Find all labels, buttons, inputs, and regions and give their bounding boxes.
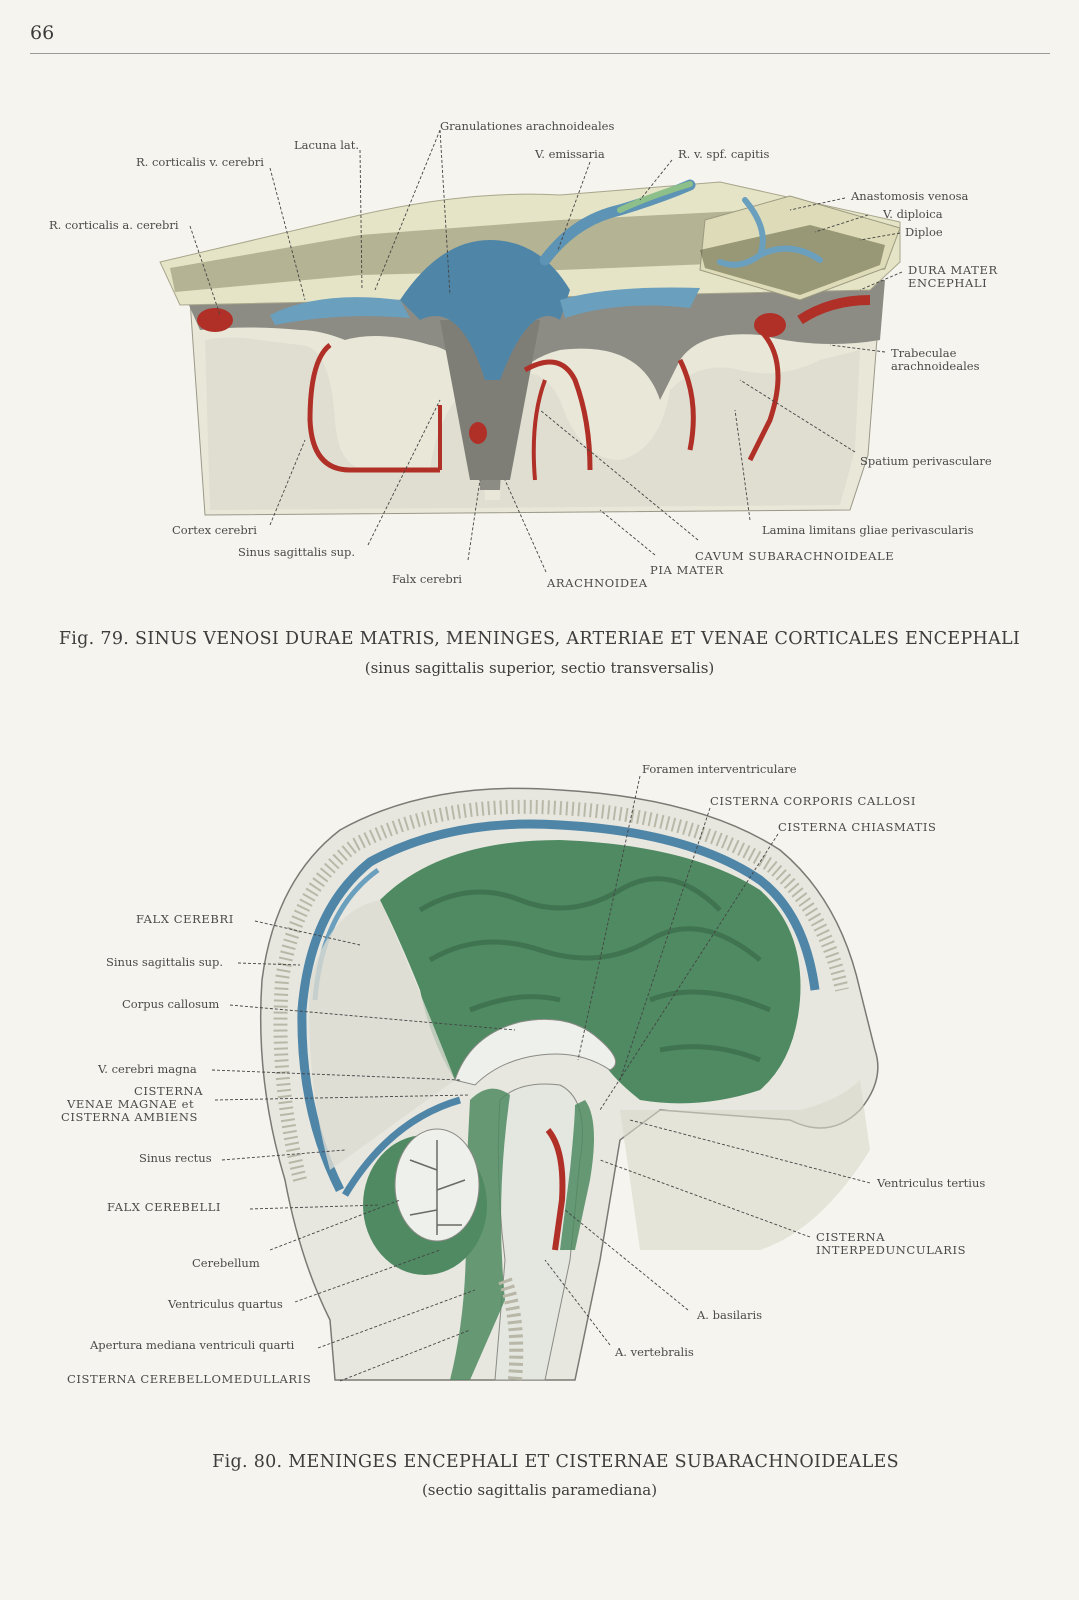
- sinus-rectus: [341, 1096, 461, 1197]
- lbl-cist-cerebello: CISTERNA CEREBELLOMEDULLARIS: [67, 1372, 312, 1386]
- r-v-spf: [617, 181, 693, 213]
- fig80-illustration: [211, 775, 879, 1382]
- lbl-cerebellum: Cerebellum: [192, 1256, 260, 1270]
- lbl-cist-venae-2: VENAE MAGNAE et: [67, 1097, 195, 1111]
- lbl-cist-venae-3: CISTERNA AMBIENS: [61, 1110, 198, 1124]
- face-region: [620, 1080, 870, 1250]
- lbl-falx-cerebri: FALX CEREBRI: [136, 912, 234, 926]
- lbl-sinus-sag-80: Sinus sagittalis sup.: [106, 955, 224, 969]
- lbl-v-emissaria: V. emissaria: [535, 147, 605, 161]
- lbl-v-diploica: V. diploica: [883, 207, 943, 221]
- lbl-falx: Falx cerebri: [392, 572, 462, 586]
- arbor-vitae: [409, 1140, 466, 1235]
- lbl-dura-2: ENCEPHALI: [908, 276, 988, 290]
- lbl-r-cort-v: R. corticalis v. cerebri: [136, 155, 264, 169]
- artery-left: [307, 343, 440, 473]
- lbl-cist-interped-2: INTERPEDUNCULARIS: [816, 1243, 967, 1257]
- lbl-spatium: Spatium perivasculare: [860, 454, 992, 468]
- lbl-r-cort-a: R. corticalis a. cerebri: [49, 218, 179, 232]
- fig80-leaders: [211, 775, 871, 1382]
- page-number: 66: [30, 22, 55, 44]
- lbl-falx-cerebelli: FALX CEREBELLI: [107, 1200, 222, 1214]
- a-basilaris: [545, 1128, 566, 1251]
- lbl-sinus-sag: Sinus sagittalis sup.: [238, 545, 356, 559]
- vertebrae: [498, 1277, 524, 1381]
- falx-wedge: [440, 320, 540, 480]
- artery-cross-right: [754, 313, 786, 337]
- fig80-subcaption: (sectio sagittalis paramediana): [421, 1481, 658, 1499]
- lbl-sinus-rectus: Sinus rectus: [139, 1151, 212, 1165]
- lbl-cist-interped-1: CISTERNA: [816, 1230, 886, 1244]
- lbl-a-basilaris: A. basilaris: [697, 1308, 763, 1322]
- skull-bone-band: [273, 799, 849, 1182]
- header-rule: [30, 53, 1050, 54]
- lbl-cavum: CAVUM SUBARACHNOIDEALE: [695, 549, 895, 563]
- fig80-caption: Fig. 80. MENINGES ENCEPHALI ET CISTERNAE…: [212, 1452, 899, 1472]
- fig79-subcaption: (sinus sagittalis superior, sectio trans…: [364, 659, 715, 677]
- v-diploica-path: [717, 197, 823, 268]
- artery-band-right: [797, 295, 871, 325]
- cistern-green-front: [560, 1100, 594, 1250]
- artery-cross-mid: [469, 422, 487, 444]
- lbl-v-magna: V. cerebri magna: [98, 1062, 197, 1076]
- lbl-pia: PIA MATER: [650, 563, 724, 577]
- lbl-apertura: Apertura mediana ventriculi quarti: [90, 1338, 295, 1352]
- gyri-texture: [418, 876, 771, 1063]
- lbl-ventr-quartus: Ventriculus quartus: [168, 1297, 283, 1311]
- lbl-granulationes: Granulationes arachnoideales: [440, 119, 615, 133]
- artery-mid2: [531, 379, 547, 481]
- lbl-r-v-spf: R. v. spf. capitis: [678, 147, 770, 161]
- lacuna-right: [560, 287, 700, 318]
- artery-mid: [523, 359, 593, 471]
- lbl-lacuna: Lacuna lat.: [294, 138, 360, 152]
- lbl-foramen: Foramen interventriculare: [642, 762, 797, 776]
- falx-fan: [309, 900, 455, 1170]
- artery-cross-left: [197, 308, 233, 332]
- lbl-cist-venae-1: CISTERNA: [134, 1084, 204, 1098]
- lbl-cist-chiasmatis: CISTERNA CHIASMATIS: [778, 820, 937, 834]
- cortex-gyri: [205, 337, 860, 510]
- lbl-trabeculae-1: Trabeculae: [891, 346, 957, 360]
- lbl-arachnoidea: ARACHNOIDEA: [547, 576, 648, 590]
- sinus-sagittalis: [400, 240, 570, 380]
- lbl-ventr-tertius: Ventriculus tertius: [877, 1176, 986, 1190]
- lbl-cist-corporis: CISTERNA CORPORIS CALLOSI: [710, 794, 916, 808]
- lbl-dura-1: DURA MATER: [908, 263, 998, 277]
- subarachnoid-band: [180, 280, 885, 490]
- fig79-leaders: [189, 129, 903, 573]
- lbl-anastomosis: Anastomosis venosa: [851, 189, 969, 203]
- fig79-caption: Fig. 79. SINUS VENOSI DURAE MATRIS, MENI…: [58, 629, 1021, 649]
- lbl-diploe: Diploe: [905, 225, 943, 239]
- diploe-texture: [700, 225, 885, 295]
- dura-blue-rim: [297, 819, 820, 1193]
- lbl-trabeculae-2: arachnoideales: [891, 359, 980, 373]
- lbl-a-vertebralis: A. vertebralis: [615, 1345, 694, 1359]
- lbl-lamina: Lamina limitans gliae perivascularis: [762, 523, 974, 537]
- lbl-corpus: Corpus callosum: [122, 997, 220, 1011]
- lbl-cortex: Cortex cerebri: [172, 523, 257, 537]
- corpus-callosum: [454, 1018, 617, 1086]
- artery-right: [677, 328, 781, 462]
- lacuna-lat: [270, 297, 410, 325]
- fig79-illustration: [159, 129, 903, 573]
